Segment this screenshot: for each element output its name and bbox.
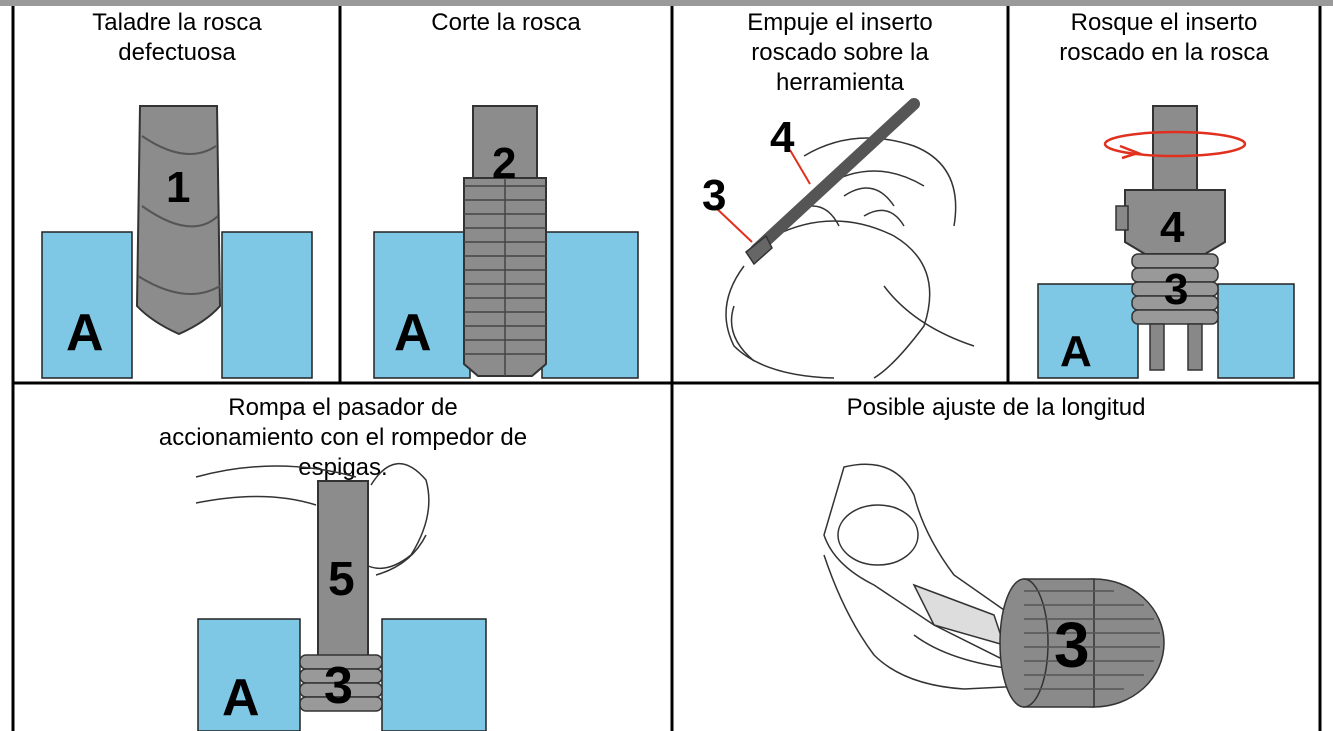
step-4-tool-marker: 4 (1160, 203, 1185, 252)
tap-icon: 2 A (373, 105, 639, 379)
step-1-marker: 1 (166, 163, 190, 212)
step-3-caption: Empuje el inserto roscado sobre la herra… (747, 9, 933, 96)
step-5-caption: Rompa el pasador de accionamiento con el… (158, 394, 528, 481)
step-3-tool-marker: 4 (770, 113, 795, 162)
step-2-marker: 2 (492, 139, 516, 188)
hands-tool-icon: 4 3 (702, 98, 975, 379)
step-2-caption: Corte la rosca (431, 9, 581, 36)
step-1-part-label: A (66, 304, 104, 362)
drill-bit-icon: 1 A (41, 105, 313, 379)
step-6-cell: Posible ajuste de la longitud 3 (674, 385, 1318, 731)
pin-breaker-icon: 5 3 A (195, 462, 487, 731)
step-1-caption: Taladre la rosca defectuosa (92, 9, 262, 66)
step-4-insert-marker: 3 (1164, 265, 1188, 314)
step-5-insert-marker: 3 (324, 657, 353, 715)
step-3-cell: Empuje el inserto roscado sobre la herra… (674, 6, 1006, 381)
step-5-tool-marker: 5 (328, 553, 355, 606)
step-5-part-label: A (222, 669, 260, 727)
cutting-pliers-icon: 3 (823, 463, 1165, 708)
step-5-cell: Rompa el pasador de accionamiento con el… (16, 385, 670, 731)
step-4-caption: Rosque el inserto roscado en la rosca (1059, 9, 1269, 66)
step-2-part-label: A (394, 304, 432, 362)
step-6-marker: 3 (1054, 609, 1090, 681)
step-4-cell: Rosque el inserto roscado en la rosca 4 … (1010, 6, 1318, 381)
rotation-arrow-icon: 4 3 A (1037, 105, 1295, 379)
step-4-part-label: A (1060, 327, 1092, 376)
step-3-insert-marker: 3 (702, 171, 726, 220)
step-1-cell: Taladre la rosca defectuosa 1 A (16, 6, 338, 381)
step-6-caption: Posible ajuste de la longitud (846, 394, 1146, 421)
top-border (0, 0, 1333, 6)
step-2-cell: Corte la rosca 2 A (342, 6, 670, 381)
